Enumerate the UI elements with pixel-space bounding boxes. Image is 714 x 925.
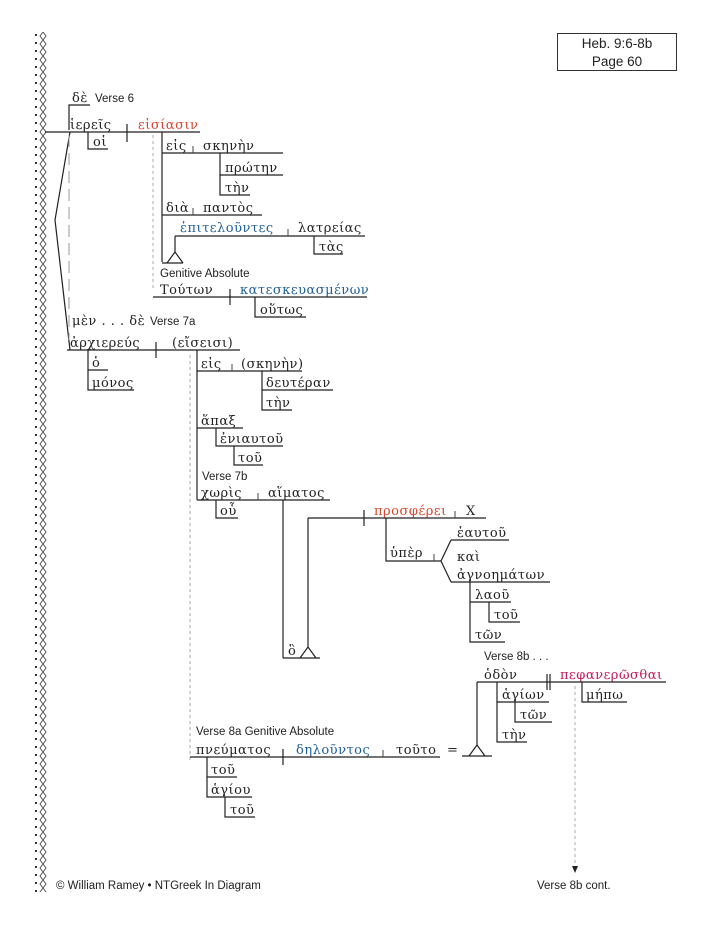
word-de: δὲ [72,91,88,106]
arrow-head-icon [572,866,578,873]
conjunction: μὲν . . . δὲ [72,314,145,329]
participle: δηλοῦντος [296,743,370,758]
verb-word: εἰσίασιν [138,117,198,133]
adjective: ἁγίου [211,783,251,798]
subject-word: ὁδὸν [484,668,517,683]
verse-label: Verse 8b . . . [484,651,549,663]
prep-object: (σκηνὴν) [241,357,304,372]
article: τὴν [225,181,249,196]
genitive-absolute-label: Genitive Absolute [160,268,250,280]
modifier-line [87,132,108,150]
passage-reference-box: Heb. 9:6-8b Page 60 [557,33,677,71]
participle: κατεσκευασμένων [240,283,369,298]
adverb: μήπω [586,688,623,703]
adjective: δευτέραν [266,376,331,391]
subject-word: ἱερεῖς [70,117,112,133]
article-word: οἱ [93,134,107,150]
genitive-absolute-verse-8a: Verse 8a Genitive Absolute πνεύματος δηλ… [190,726,492,818]
subject-word: Τούτων [160,283,213,298]
verse-label: Verse 6 [95,93,134,105]
subject-word: πνεύματος [196,743,271,758]
infinitive: πεφανερῶσθαι [560,668,663,683]
genitive-modifier: λαοῦ [475,588,510,603]
binding-edge [34,32,48,892]
relative-clause: ὃ προσφέρει X ὑπὲρ ἑαυτοῦ καὶ ἀγνοημάτων… [282,500,550,659]
article: τὰς [319,240,344,255]
verb-word: προσφέρει [374,504,447,519]
preposition: χωρὶς [201,486,242,501]
conjunction: καὶ [457,550,481,565]
prep-object: αἵματος [268,485,325,501]
subject-word: ἀρχιερεύς [70,336,140,351]
article: ὁ [92,356,100,371]
verse-label: Verse 7a [150,316,196,328]
genitive-modifier: ἁγίων [502,688,545,703]
genitive-absolute-1: Genitive Absolute Τούτων κατεσκευασμένων… [153,268,369,318]
article: τοῦ [494,608,518,623]
relative-pronoun: οὗ [220,502,237,519]
participle-object: λατρείας [298,221,362,236]
equals-sign: = [447,743,458,758]
genitive-modifier: ἐνιαυτοῦ [220,432,284,447]
clause-verse-7a: μὲν . . . δὲ Verse 7a ἀρχιερεύς (εἴσεισι… [67,314,333,760]
adverb: οὕτως [260,303,303,318]
verse-label: Verse 7b [202,471,247,483]
article: τὴν [502,728,526,743]
adjective: μόνος [92,376,134,391]
prep-object: σκηνὴν [203,139,254,154]
article: τοῦ [211,763,235,778]
prep-object: παντὸς [203,201,254,216]
verse-label: Verse 8a Genitive Absolute [196,726,334,738]
pedestal [166,250,184,264]
clause-verse-6: δὲ Verse 6 ἱερεῖς εἰσίασιν οἱ εἰς σκηνὴν… [45,91,365,290]
adjective: πρώτην [225,161,278,176]
implied-object: X [466,504,476,519]
page-number: Page 60 [591,54,643,69]
verb-word: (εἴσεισι) [172,335,233,351]
men-de-bracket [54,131,71,351]
preposition: διὰ [166,201,189,216]
article: τοῦ [230,803,254,818]
article: τοῦ [238,451,262,466]
participle-object: τοῦτο [396,743,436,758]
conjunction-connector [68,104,90,130]
preposition: ὑπὲρ [390,546,423,561]
passage-reference: Heb. 9:6-8b [581,36,653,51]
compound-object: ἀγνοημάτων [457,568,545,583]
article: τῶν [520,708,547,723]
compound-object: ἑαυτοῦ [457,526,507,541]
participle: ἐπιτελοῦντες [180,221,274,236]
preposition: εἰς [166,138,187,154]
copyright-footer: © William Ramey • NTGreek In Diagram [56,880,261,892]
article: τῶν [475,628,502,643]
adverb: ἅπαξ [201,414,236,429]
continuation-label: Verse 8b cont. [537,880,611,892]
preposition: εἰς [201,356,222,372]
relative-pronoun: ὃ [288,644,296,659]
article: τὴν [266,396,290,411]
clause-verse-8b: Verse 8b . . . ὁδὸν πεφανερῶσθαι ἁγίων τ… [468,651,666,873]
